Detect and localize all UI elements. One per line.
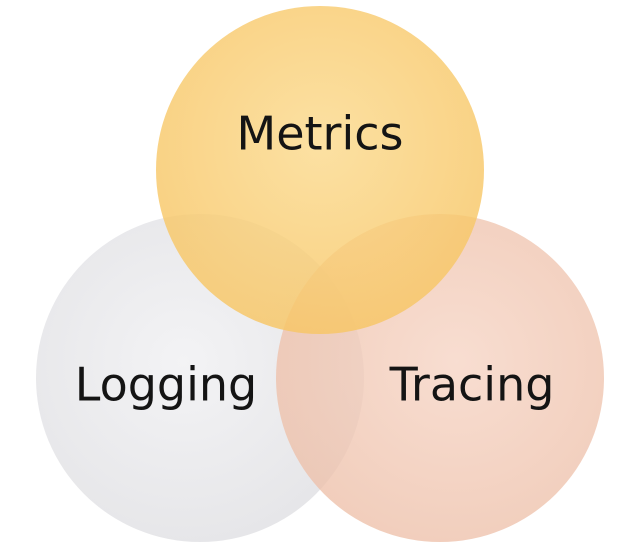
- logging-label: Logging: [75, 358, 258, 412]
- tracing-label: Tracing: [389, 358, 555, 412]
- metrics-circle: [156, 6, 484, 334]
- metrics-label: Metrics: [237, 107, 404, 161]
